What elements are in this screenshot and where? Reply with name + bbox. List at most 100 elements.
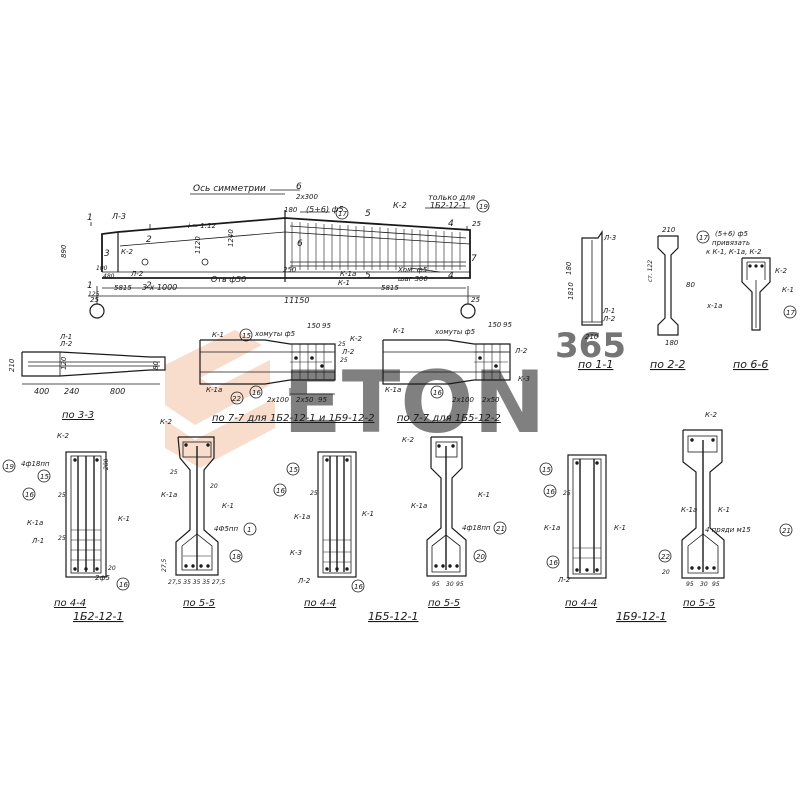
dim-80: 80 [686, 281, 695, 289]
stirrups [474, 344, 508, 380]
mark-l2: Л-2 [602, 315, 616, 323]
section-title: по 2-2 [650, 358, 685, 371]
dim-890: 890 [60, 244, 68, 258]
stirrup-label: (5+6) ф5 [306, 205, 344, 214]
pos-17: 17 [338, 210, 347, 218]
pos-22: 22 [661, 553, 670, 561]
dim-30: 30 [700, 581, 708, 588]
mark-k2: К-2 [160, 418, 172, 426]
dim-1810: 1810 [567, 282, 575, 300]
mark-4-top: 4 [448, 219, 454, 229]
beam-elevation: Ось симметрии 6 2х300 180 (5+6) ф5 17 то… [60, 182, 490, 319]
dim-2x50: 2х50 [296, 396, 314, 404]
dim-180: 180 [284, 206, 298, 214]
dim-240: 240 [64, 387, 79, 396]
watermark: ETON 365 [165, 326, 626, 468]
mark-l3: Л-3 [111, 212, 126, 221]
dim-20: 20 [210, 483, 218, 490]
dim-30: 30 [446, 581, 454, 588]
mark-k1: К-1 [614, 524, 626, 532]
dim-25-b: 25 [58, 535, 66, 542]
dim-275: 27,5 [161, 558, 168, 572]
mark-1-top: 1 [87, 213, 93, 223]
dim-2x100: 2х100 [452, 396, 475, 404]
section-2-2: 210 80 180 ст. 122 по 2-2 [647, 226, 695, 371]
pos-19: 19 [479, 203, 488, 211]
dim-25-left: 25 [90, 296, 99, 304]
stirrups-right [289, 222, 467, 270]
rods-label: 4 пряди м15 [705, 526, 751, 534]
mark-k1a: К-1а [206, 386, 222, 394]
mark-k2: К-2 [350, 335, 362, 343]
mark-k1: К-1 [362, 510, 374, 518]
pos-15: 15 [289, 466, 298, 474]
mark-k1a: К-1а [411, 502, 427, 510]
dim-210: 210 [585, 333, 599, 341]
axis-label: Ось симметрии [193, 184, 266, 194]
dim-95: 95 [686, 581, 694, 588]
dim-20: 20 [108, 565, 116, 572]
pos-21: 21 [496, 525, 505, 533]
mark-k1: К-1 [222, 502, 234, 510]
dim-800: 800 [110, 387, 125, 396]
pos-22: 22 [232, 395, 241, 403]
dim-95-b: 95 [712, 581, 720, 588]
pos-17: 17 [699, 234, 708, 242]
pos-1: 1 [247, 526, 251, 534]
section-title: по 4-4 [54, 598, 86, 609]
pos-16: 16 [276, 487, 285, 495]
dim-95: 95 [322, 322, 331, 330]
section-4-4-group1: К-2 19 4ф18пп 15 16 К-1а Л-1 К-1 25 25 2… [2, 432, 130, 609]
dim-180: 180 [665, 339, 679, 347]
stirrup-label: (5+6) ф5 [715, 230, 748, 238]
watermark-logo-text: ETON [283, 353, 546, 453]
dim-120: 120 [60, 356, 68, 370]
mark-5-top: 5 [365, 209, 371, 219]
dim-200: 200 [103, 458, 110, 470]
tie-targets: к К-1, К-1а, К-2 [706, 248, 762, 256]
section-6-6: 17 (5+6) ф5 привязать к К-1, К-1а, К-2 К… [696, 230, 797, 371]
mark-k1a: К-1а [544, 524, 560, 532]
stirrup-label: хомуты ф5 [254, 330, 296, 338]
mark-l1: Л-1 [59, 333, 72, 341]
dim-25: 25 [170, 469, 178, 476]
section-5-5-group2: К-2 К-1а К-1 4ф18пп 21 20 95 30 95 по 5-… [402, 436, 507, 609]
section-title: по 5-5 [183, 598, 215, 609]
dim-250: 250 [283, 266, 297, 274]
mark-3: 3 [104, 249, 110, 259]
mark-1-bottom: 1 [87, 281, 93, 291]
dim-95-bottom: 95 [318, 396, 327, 404]
pos-17-b: 17 [786, 309, 795, 317]
dim-2x50: 2х50 [482, 396, 500, 404]
mark-l2: Л-2 [514, 347, 528, 355]
watermark-logo-icon [165, 330, 270, 425]
section-3-3: Л-1 Л-2 210 120 80 400 240 800 по 3-3 [8, 333, 166, 421]
mark-l2: Л-2 [341, 348, 355, 356]
section-title: по 6-6 [733, 358, 768, 371]
pos-15: 15 [242, 332, 251, 340]
pos-15: 15 [40, 473, 49, 481]
stirrup-label: хомуты ф5 [434, 328, 476, 336]
stirrups [290, 344, 332, 380]
section-7-7-a: К-1 К-1а К-2 Л-2 хомуты ф5 15 16 22 150 … [199, 322, 374, 424]
dim-25: 25 [340, 357, 348, 364]
section-title: по 4-4 [565, 598, 597, 609]
slope-label: i = 1:12 [188, 222, 217, 230]
mark-6: 6 [297, 239, 303, 249]
dim-125: 125 [88, 291, 100, 298]
rods-label: 4Ф5пп [214, 525, 239, 533]
pos-16-b: 16 [549, 559, 558, 567]
dim-210: 210 [662, 226, 676, 234]
stirrup-spec: Хом. ф5 [397, 266, 428, 274]
mark-k1a: К-1а [681, 506, 697, 514]
dim-25: 25 [310, 490, 318, 497]
mark-l2: Л-2 [297, 577, 311, 585]
dim-180: 180 [565, 261, 573, 275]
pos-15: 15 [542, 466, 551, 474]
dim-100: 100 [96, 265, 108, 272]
rods-label: 4ф18пп [21, 460, 50, 468]
mark-4-bottom: 4 [448, 271, 454, 281]
section-title: по 7-7 для 1Б5-12-2 [397, 413, 501, 424]
dim-11150: 11150 [284, 296, 309, 305]
